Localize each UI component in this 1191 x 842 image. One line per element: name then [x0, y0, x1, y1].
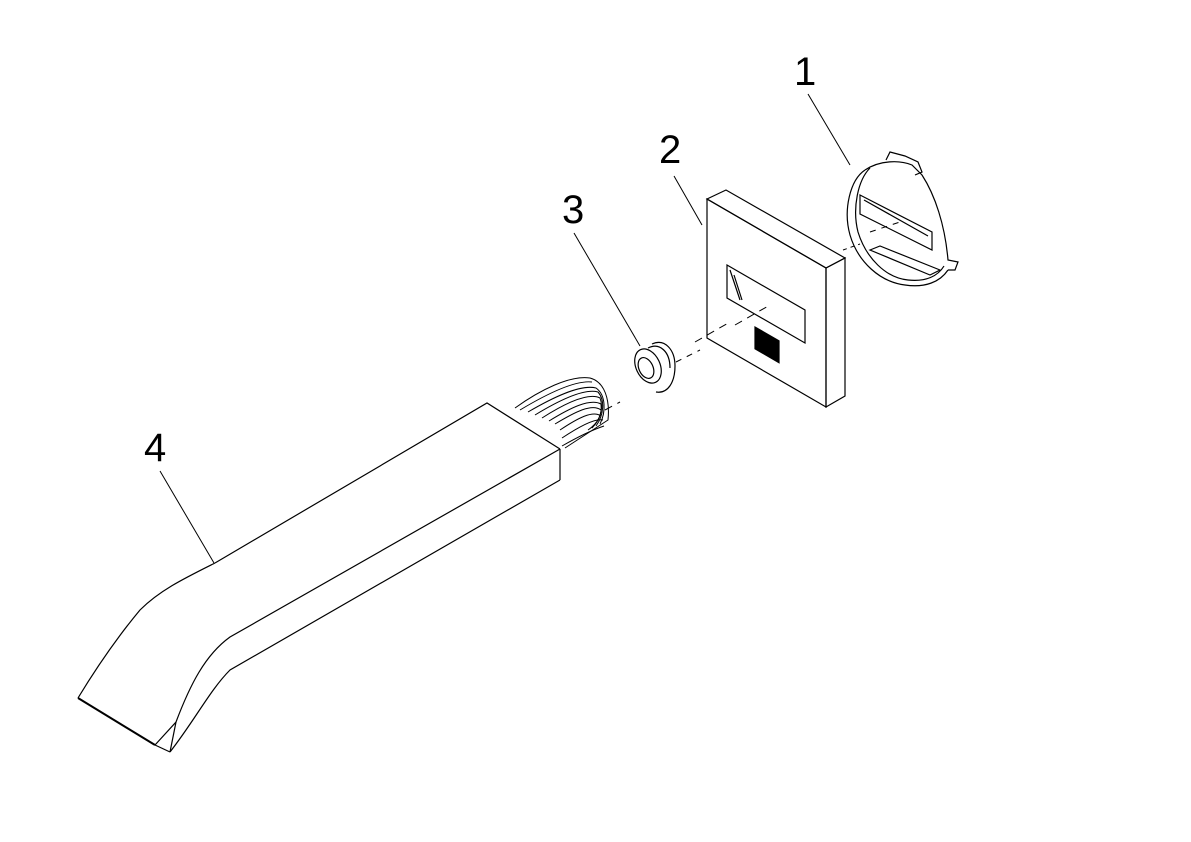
part-3-washer [573, 232, 701, 393]
callout-3: 3 [562, 188, 585, 232]
callout-1: 1 [794, 50, 817, 94]
part-1-ring [807, 93, 959, 287]
threaded-nipple [514, 377, 621, 449]
callout-2: 2 [659, 128, 682, 172]
part-4-spout [77, 402, 561, 753]
callout-4: 4 [144, 426, 167, 470]
part-2-escutcheon [673, 175, 847, 409]
